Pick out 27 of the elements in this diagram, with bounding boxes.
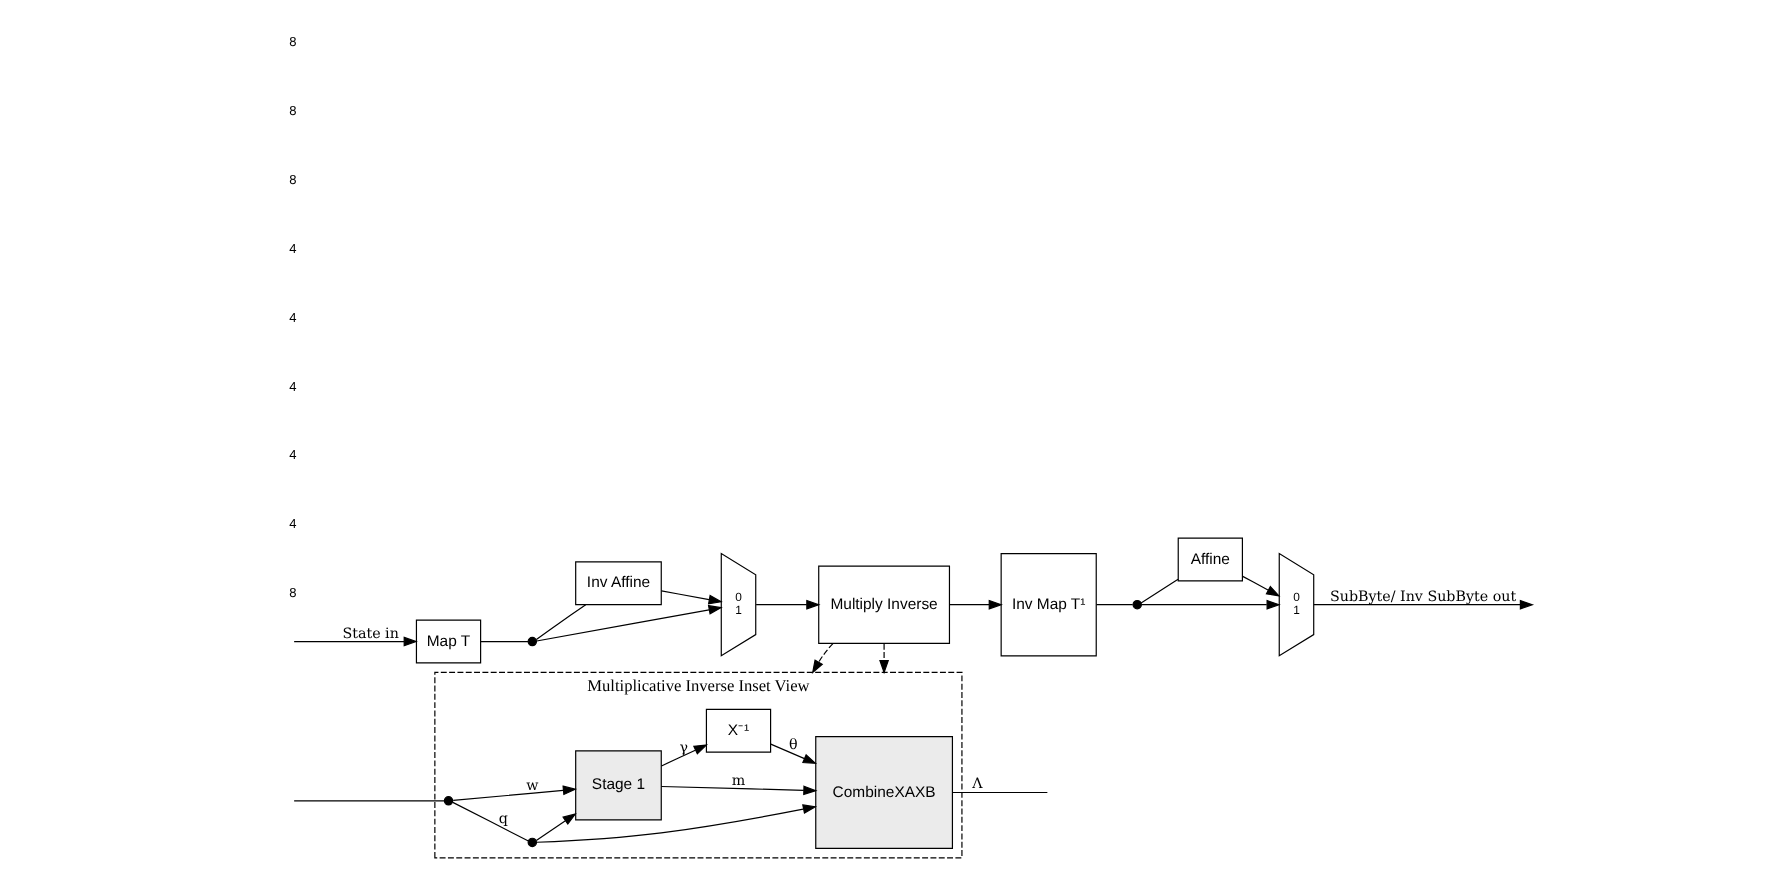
arrow	[810, 643, 833, 674]
connector	[1094, 604, 1133, 606]
arrow	[878, 643, 889, 675]
arrow	[535, 604, 722, 642]
arrow	[1140, 599, 1280, 610]
node-circle	[526, 636, 537, 647]
arrow	[1312, 599, 1534, 610]
arrow	[1241, 575, 1280, 597]
connector	[534, 604, 586, 641]
arrow	[769, 743, 817, 765]
node-circle	[526, 837, 537, 848]
node-circle	[442, 796, 453, 806]
arrow	[659, 744, 707, 767]
arrow	[451, 785, 577, 802]
arrow	[292, 636, 417, 647]
arrow	[535, 804, 817, 843]
connector	[951, 791, 1047, 794]
arrow	[659, 590, 722, 605]
arrow	[948, 599, 1002, 610]
connector	[451, 801, 528, 842]
node-circle	[1131, 599, 1141, 610]
arrow	[534, 812, 576, 842]
arrow	[754, 599, 820, 610]
arrow	[659, 785, 817, 796]
connector	[292, 800, 444, 802]
connector	[1139, 578, 1178, 604]
connector	[479, 640, 528, 643]
